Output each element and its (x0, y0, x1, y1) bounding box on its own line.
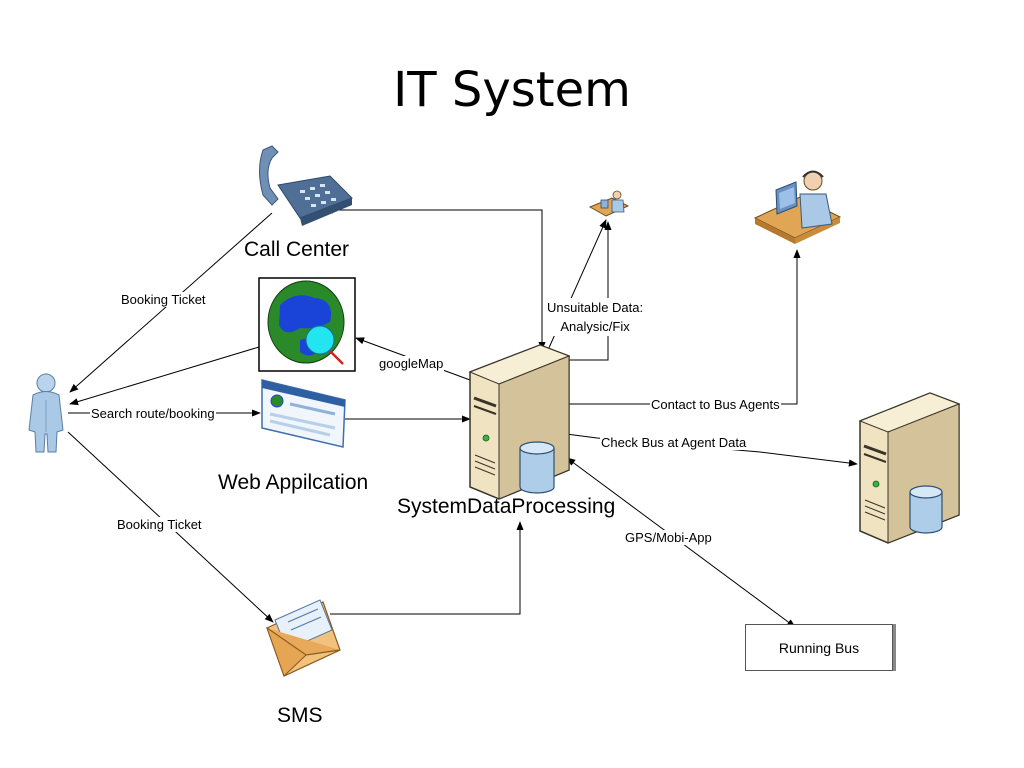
edge-label-booking-ticket-call: Booking Ticket (120, 292, 207, 307)
envelope-icon (266, 599, 341, 677)
edge-label-googlemap: googleMap (378, 356, 445, 371)
edge-sms-to-server (330, 521, 524, 615)
node-label-sms: SMS (277, 704, 323, 727)
slide-title: IT System (393, 62, 631, 118)
edge-label-gps-mobi-app: GPS/Mobi-App (624, 530, 713, 545)
running-bus-label: Running Bus (778, 639, 860, 656)
web-browser-icon (261, 379, 346, 448)
edge-label-booking-ticket-sms: Booking Ticket (116, 517, 203, 532)
person-icon (28, 373, 64, 453)
edge-label-check-bus-agent: Check Bus at Agent Data (600, 435, 748, 450)
node-label-call-center: Call Center (244, 238, 350, 261)
node-label-system-data-processing: SystemDataProcessing (397, 495, 616, 518)
telephone-icon (259, 145, 353, 226)
edge-label-unsuitable-data: Unsuitable Data: Analysic/Fix (546, 298, 645, 336)
edge-agent-to-server (515, 249, 801, 408)
globe-search-icon (258, 277, 356, 372)
edge-label-contact-bus-agents: Contact to Bus Agents (650, 397, 781, 412)
database-icon (519, 441, 555, 494)
running-bus-box: Running Bus (745, 624, 893, 671)
node-label-web-application: Web Appilcation (218, 471, 369, 494)
agent-workstation-icon (753, 170, 842, 244)
edge-label-search-route: Search route/booking (90, 406, 216, 421)
edge-globe-to-person (69, 346, 260, 406)
remote-server-icon (858, 392, 961, 544)
operator-workstation-icon (588, 190, 630, 217)
